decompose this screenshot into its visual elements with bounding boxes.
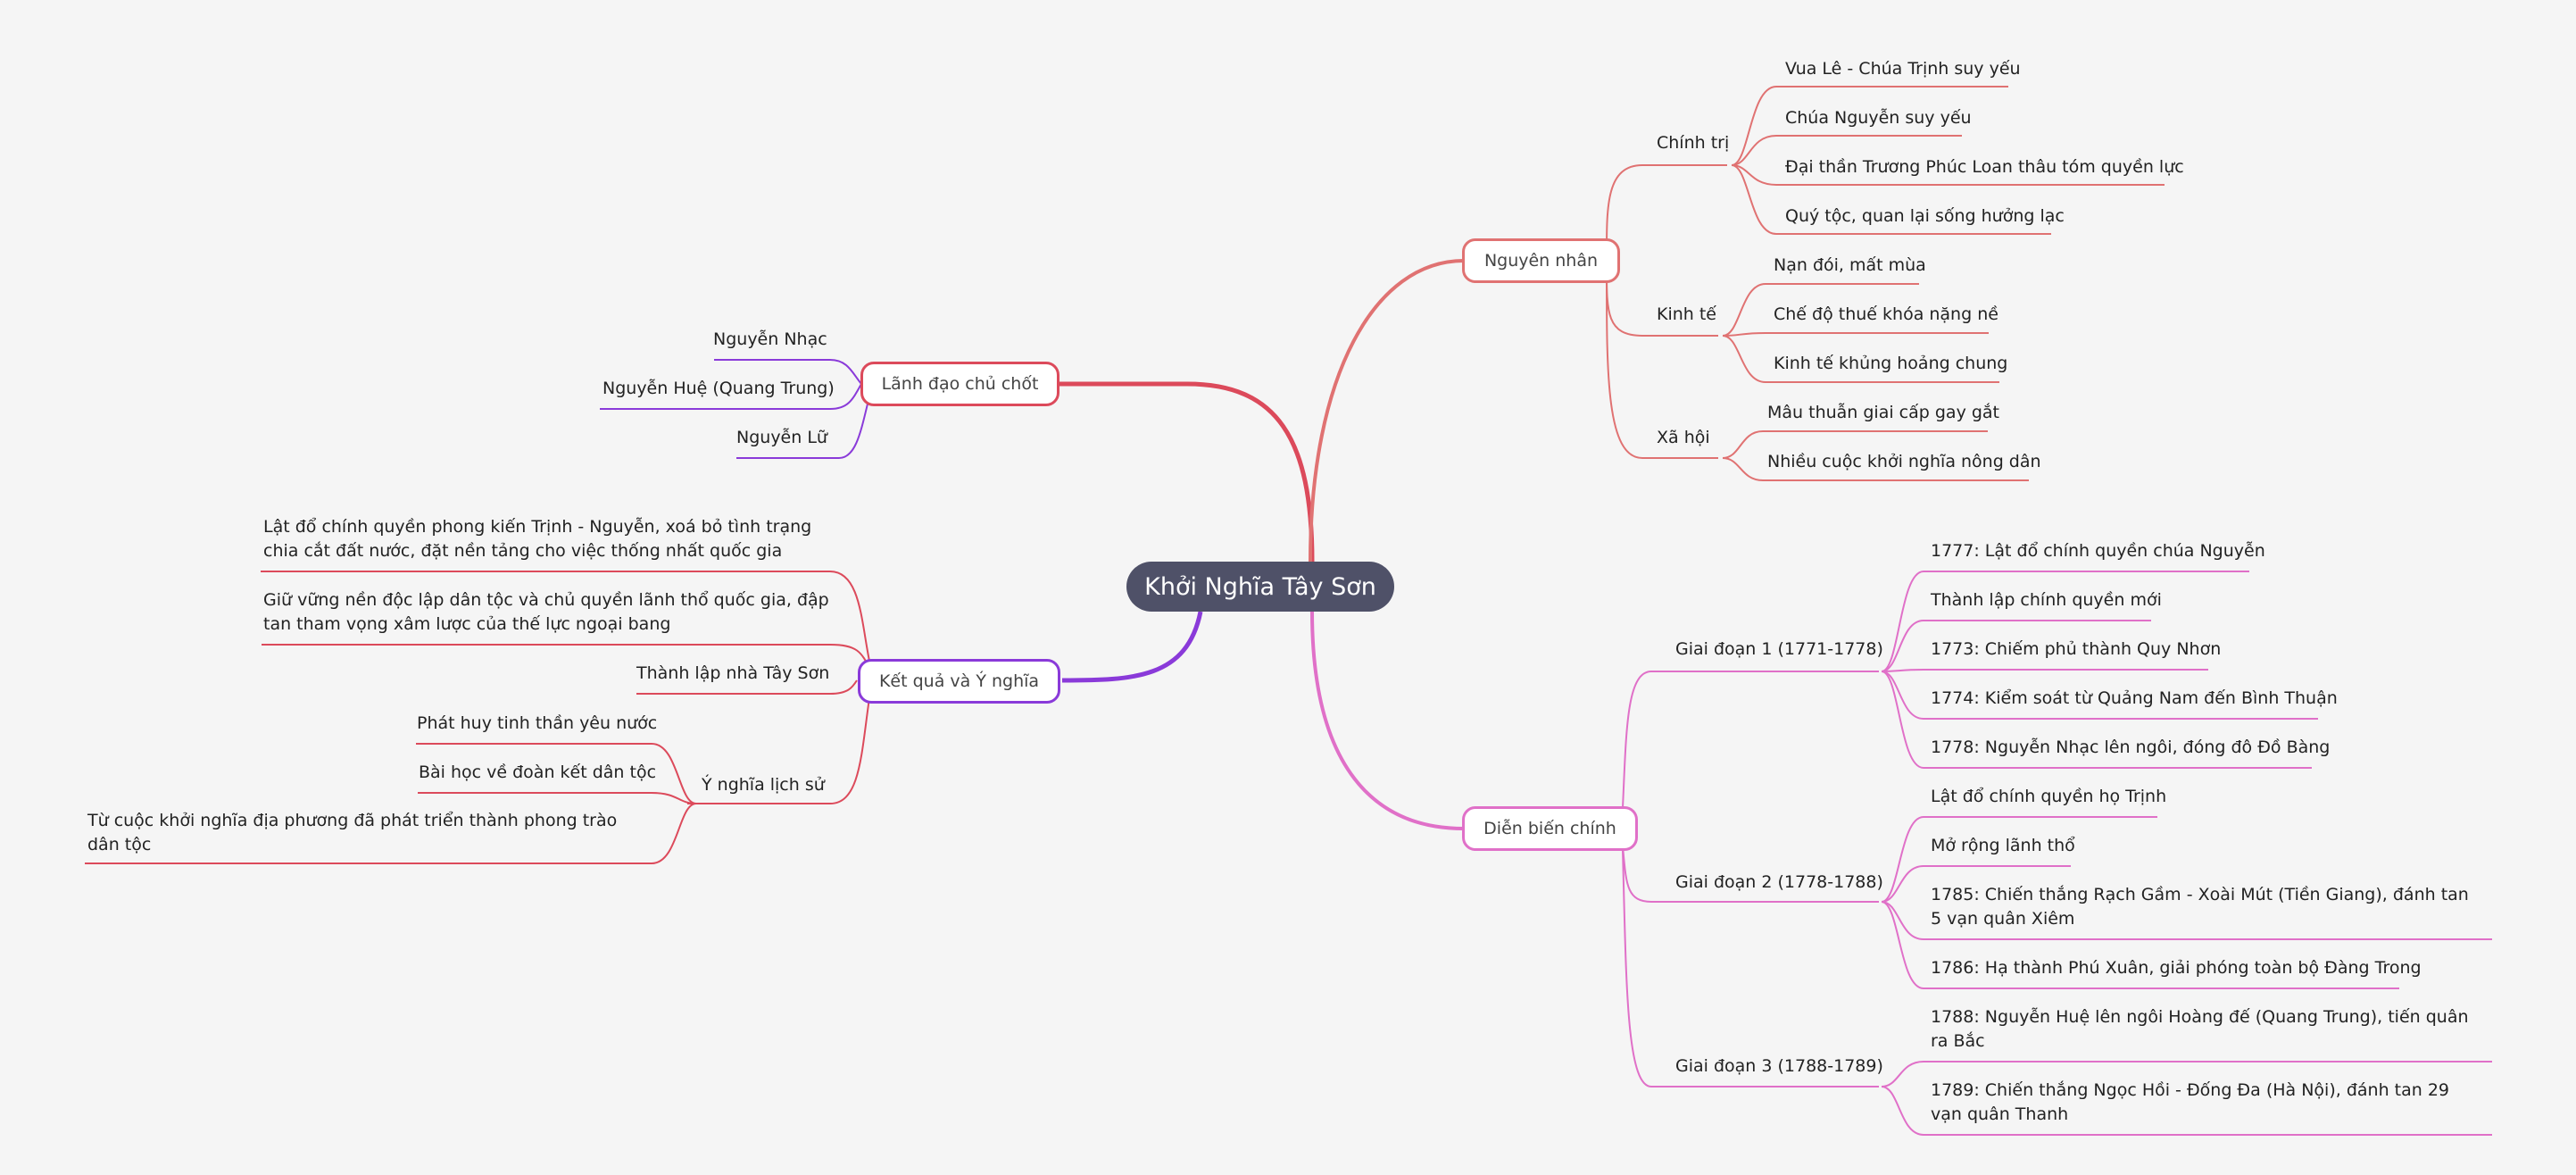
- leaf-y-nghia-3[interactable]: Từ cuộc khởi nghĩa địa phương đã phát tr…: [87, 811, 618, 854]
- leaf-gd1-2[interactable]: Thành lập chính quyền mới: [1931, 590, 2162, 610]
- subtopic-xa-hoi[interactable]: Xã hội: [1657, 428, 1710, 447]
- topic-ket-qua[interactable]: Kết quả và Ý nghĩa: [858, 659, 1060, 704]
- root-topic[interactable]: Khởi Nghĩa Tây Sơn: [1126, 562, 1394, 612]
- leaf-kinh-te-2[interactable]: Chế độ thuế khóa nặng nề: [1774, 304, 1998, 324]
- leaf-gd1-4[interactable]: 1774: Kiểm soát từ Quảng Nam đến Bình Th…: [1931, 688, 2338, 708]
- subtopic-chinh-tri[interactable]: Chính trị: [1657, 133, 1730, 153]
- topic-dien-bien[interactable]: Diễn biến chính: [1462, 806, 1638, 851]
- leaf-chinh-tri-2[interactable]: Chúa Nguyễn suy yếu: [1785, 108, 1972, 128]
- topic-lanh-dao[interactable]: Lãnh đạo chủ chốt: [860, 362, 1059, 406]
- leaf-kinh-te-1[interactable]: Nạn đói, mất mùa: [1774, 255, 1926, 275]
- leaf-chinh-tri-4[interactable]: Quý tộc, quan lại sống hưởng lạc: [1785, 206, 2065, 226]
- leaf-ket-qua-1[interactable]: Lật đổ chính quyền phong kiến Trịnh - Ng…: [263, 517, 812, 561]
- leaf-nguyen-lu[interactable]: Nguyễn Lữ: [736, 428, 827, 447]
- leaf-chinh-tri-3[interactable]: Đại thần Trương Phúc Loan thâu tóm quyền…: [1785, 157, 2184, 177]
- leaf-y-nghia-2[interactable]: Bài học về đoàn kết dân tộc: [419, 762, 657, 782]
- leaf-gd2-3[interactable]: 1785: Chiến thắng Rạch Gầm - Xoài Mút (T…: [1931, 885, 2469, 929]
- subtopic-giai-doan-3[interactable]: Giai đoạn 3 (1788-1789): [1675, 1056, 1883, 1076]
- leaf-gd3-1[interactable]: 1788: Nguyễn Huệ lên ngôi Hoàng đế (Quan…: [1931, 1007, 2469, 1051]
- leaf-y-nghia-1[interactable]: Phát huy tinh thần yêu nước: [417, 713, 658, 733]
- leaf-gd1-3[interactable]: 1773: Chiếm phủ thành Quy Nhơn: [1931, 639, 2222, 659]
- subtopic-kinh-te[interactable]: Kinh tế: [1657, 304, 1717, 324]
- subtopic-y-nghia[interactable]: Ý nghĩa lịch sử: [702, 775, 825, 795]
- leaf-gd2-1[interactable]: Lật đổ chính quyền họ Trịnh: [1931, 787, 2167, 806]
- subtopic-giai-doan-1[interactable]: Giai đoạn 1 (1771-1778): [1675, 639, 1883, 659]
- leaf-ket-qua-3[interactable]: Thành lập nhà Tây Sơn: [636, 663, 830, 683]
- leaf-nguyen-hue[interactable]: Nguyễn Huệ (Quang Trung): [602, 379, 835, 398]
- leaf-gd2-2[interactable]: Mở rộng lãnh thổ: [1931, 836, 2075, 855]
- topic-nguyen-nhan[interactable]: Nguyên nhân: [1462, 238, 1620, 283]
- leaf-nguyen-nhac[interactable]: Nguyễn Nhạc: [713, 329, 827, 349]
- leaf-kinh-te-3[interactable]: Kinh tế khủng hoảng chung: [1774, 354, 2008, 373]
- leaf-xa-hoi-1[interactable]: Mâu thuẫn giai cấp gay gắt: [1767, 403, 2000, 422]
- leaf-gd1-1[interactable]: 1777: Lật đổ chính quyền chúa Nguyễn: [1931, 541, 2265, 561]
- leaf-chinh-tri-1[interactable]: Vua Lê - Chúa Trịnh suy yếu: [1785, 59, 2021, 79]
- leaf-xa-hoi-2[interactable]: Nhiều cuộc khởi nghĩa nông dân: [1767, 452, 2041, 471]
- leaf-ket-qua-2[interactable]: Giữ vững nền độc lập dân tộc và chủ quyề…: [263, 590, 829, 634]
- leaf-gd2-4[interactable]: 1786: Hạ thành Phú Xuân, giải phóng toàn…: [1931, 958, 2422, 978]
- leaf-gd1-5[interactable]: 1778: Nguyễn Nhạc lên ngôi, đóng đô Đồ B…: [1931, 738, 2331, 757]
- leaf-gd3-2[interactable]: 1789: Chiến thắng Ngọc Hồi - Đống Đa (Hà…: [1931, 1080, 2450, 1124]
- subtopic-giai-doan-2[interactable]: Giai đoạn 2 (1778-1788): [1675, 872, 1883, 892]
